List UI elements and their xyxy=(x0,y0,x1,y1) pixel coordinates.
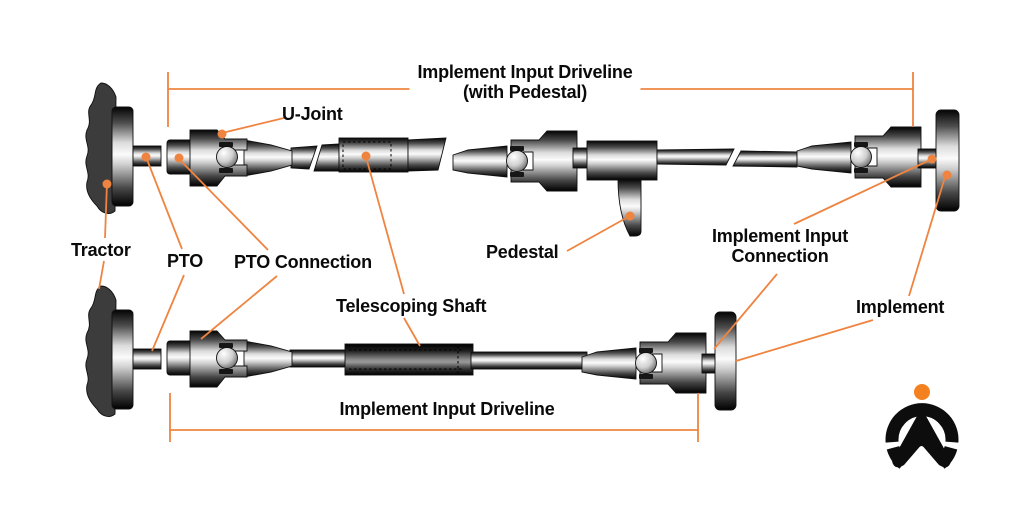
mid-u-joint-yoke xyxy=(452,130,578,192)
pto-connection-dot xyxy=(174,153,184,163)
pedestal-leader xyxy=(566,216,629,252)
top-bracket-title-line1: Implement Input Driveline xyxy=(417,62,633,82)
implement-connection-yoke xyxy=(796,126,922,188)
telescoping-leader-top xyxy=(365,156,405,295)
implement-leader-bottom xyxy=(735,319,874,362)
bottom-bracket-title: Implement Input Driveline xyxy=(339,399,555,419)
shaft-segment xyxy=(289,349,349,368)
tractor-leader-bottom xyxy=(98,260,105,290)
pto-leader-top xyxy=(145,156,183,250)
label-pto-connection: PTO Connection xyxy=(234,252,372,272)
shaft-segment xyxy=(732,150,798,168)
label-u-joint: U-Joint xyxy=(282,104,343,124)
pedestal-dot xyxy=(625,211,635,221)
implement-dot xyxy=(942,170,952,180)
top-bracket-title: Implement Input Driveline (with Pedestal… xyxy=(409,62,641,102)
tractor-dot xyxy=(102,179,112,189)
label-implement-input-connection: Implement Input Connection xyxy=(712,226,848,266)
label-pto: PTO xyxy=(167,251,204,271)
leader-lines xyxy=(98,117,952,362)
bottom-bracket xyxy=(169,393,699,442)
profile-tube-dashes xyxy=(342,141,392,170)
implement-input-connection-leader-top xyxy=(793,159,931,225)
pto-dot xyxy=(141,152,151,162)
shaft-segment xyxy=(290,145,318,170)
logo-chevron xyxy=(892,408,951,468)
shaft-segment xyxy=(313,143,340,172)
inner-shaft xyxy=(470,351,588,370)
tractor-silhouette xyxy=(85,285,162,417)
brand-logo-icon xyxy=(885,384,959,469)
shaft-segment xyxy=(656,148,735,166)
telescoping-shaft-tube-top xyxy=(338,137,409,173)
tractor-leader-top xyxy=(104,182,108,239)
implement-input-connection-leader-bottom xyxy=(713,273,778,350)
top-driveline xyxy=(85,82,960,237)
pedestal-bracket xyxy=(617,178,642,237)
telescoping-dot xyxy=(361,151,371,161)
label-implement-input-connection-line1: Implement Input xyxy=(712,226,848,246)
implement-input-connection-dot xyxy=(927,154,937,164)
pedestal-housing xyxy=(586,140,658,181)
pto-connection-yoke xyxy=(166,129,293,187)
pto-connection-yoke xyxy=(166,330,293,388)
label-tractor: Tractor xyxy=(71,240,131,260)
tractor-silhouette xyxy=(85,82,162,214)
implement-connection-yoke xyxy=(581,332,707,394)
pto-connection-leader-top xyxy=(178,158,269,251)
label-pedestal: Pedestal xyxy=(486,242,559,262)
shaft-segment xyxy=(407,137,447,172)
logo-dot xyxy=(914,384,930,400)
telescoping-leader-bottom xyxy=(403,317,421,347)
label-telescoping-shaft: Telescoping Shaft xyxy=(336,296,487,316)
implement-input-shaft xyxy=(701,353,717,374)
top-bracket-title-line2: (with Pedestal) xyxy=(462,82,588,102)
pto-leader-bottom xyxy=(151,274,185,352)
label-implement: Implement xyxy=(856,297,945,317)
telescoping-shaft-tube-bottom xyxy=(344,343,474,376)
label-implement-input-connection-line2: Connection xyxy=(731,246,829,266)
bottom-driveline xyxy=(85,285,737,417)
u-joint-dot xyxy=(217,129,227,139)
u-joint-leader xyxy=(221,117,285,134)
implement-leader-top xyxy=(908,176,946,297)
pto-connection-leader-bottom xyxy=(200,275,278,340)
